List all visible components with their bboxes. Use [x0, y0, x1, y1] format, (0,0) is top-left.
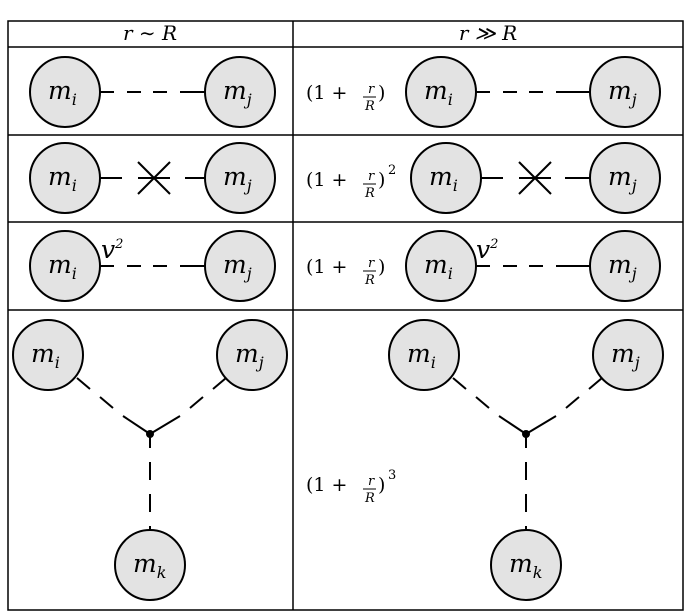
mass-label-i: mi [31, 339, 60, 372]
mass-node-i [388, 319, 460, 391]
mass-label-j: mj [608, 162, 637, 195]
mass-label-i: mi [48, 76, 77, 109]
mass-node-j [589, 230, 661, 302]
mass-label-i: mi [429, 162, 458, 195]
mass-node-i [29, 142, 101, 214]
mass-node-i [410, 142, 482, 214]
mass-label-j: mj [223, 76, 252, 109]
mass-node-j [592, 319, 664, 391]
row-1-left: mi mj [29, 56, 276, 128]
mass-label-i: mi [424, 250, 453, 283]
mass-label-k: mk [509, 549, 542, 582]
mass-label-i: mi [48, 162, 77, 195]
mass-node-k [490, 529, 562, 601]
mass-label-j: mj [608, 76, 637, 109]
mass-label-j: mj [235, 339, 264, 372]
mass-label-j: mj [223, 250, 252, 283]
row-2-left: mi mj [29, 142, 276, 214]
mass-label-j: mj [608, 250, 637, 283]
mass-label-j: mj [223, 162, 252, 195]
mass-node-j [204, 56, 276, 128]
interaction-vertex [522, 430, 530, 438]
mass-node-j [589, 142, 661, 214]
velocity-label: v2 [476, 235, 498, 264]
mass-node-i [29, 56, 101, 128]
mass-node-i [12, 319, 84, 391]
mass-label-j: mj [611, 339, 640, 372]
row-4-left: mi mj mk [12, 319, 288, 601]
mass-label-i: mi [48, 250, 77, 283]
mass-node-j [204, 230, 276, 302]
header-left: r ∼ R [123, 21, 177, 45]
mass-node-i [405, 56, 477, 128]
mass-node-k [114, 529, 186, 601]
mass-node-i [29, 230, 101, 302]
mass-label-i: mi [407, 339, 436, 372]
mass-label-i: mi [424, 76, 453, 109]
interaction-vertex [146, 430, 154, 438]
header-right: r ≫ R [459, 21, 517, 45]
mass-label-k: mk [133, 549, 166, 582]
velocity-label: v2 [101, 235, 123, 264]
mass-node-i [405, 230, 477, 302]
mass-node-j [589, 56, 661, 128]
mass-node-j [204, 142, 276, 214]
mass-node-j [216, 319, 288, 391]
row-3-left: v2 mi mj [29, 230, 276, 302]
table-frame [7, 20, 684, 611]
